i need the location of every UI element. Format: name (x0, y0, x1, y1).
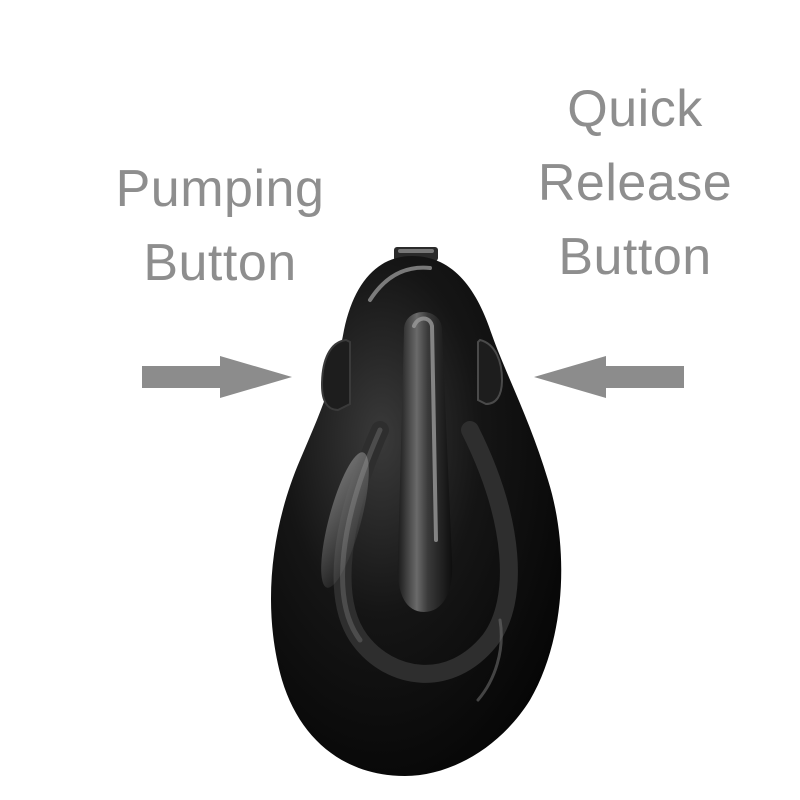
quick-release-label-line2: Release (537, 154, 733, 212)
pumping-button[interactable] (320, 338, 351, 412)
center-ridge (397, 312, 453, 612)
quick-release-button-label: Quick Release Button (480, 72, 790, 294)
pumping-button-label: Pumping Button (60, 152, 380, 300)
quick-release-button[interactable] (477, 338, 504, 406)
pumping-label-line1: Pumping (115, 160, 325, 218)
arrow-left-icon (534, 356, 684, 398)
quick-release-label-line1: Quick (567, 80, 703, 138)
pumping-label-line2: Button (143, 234, 297, 292)
arrow-right-icon (142, 356, 292, 398)
quick-release-label-line3: Button (558, 228, 712, 286)
